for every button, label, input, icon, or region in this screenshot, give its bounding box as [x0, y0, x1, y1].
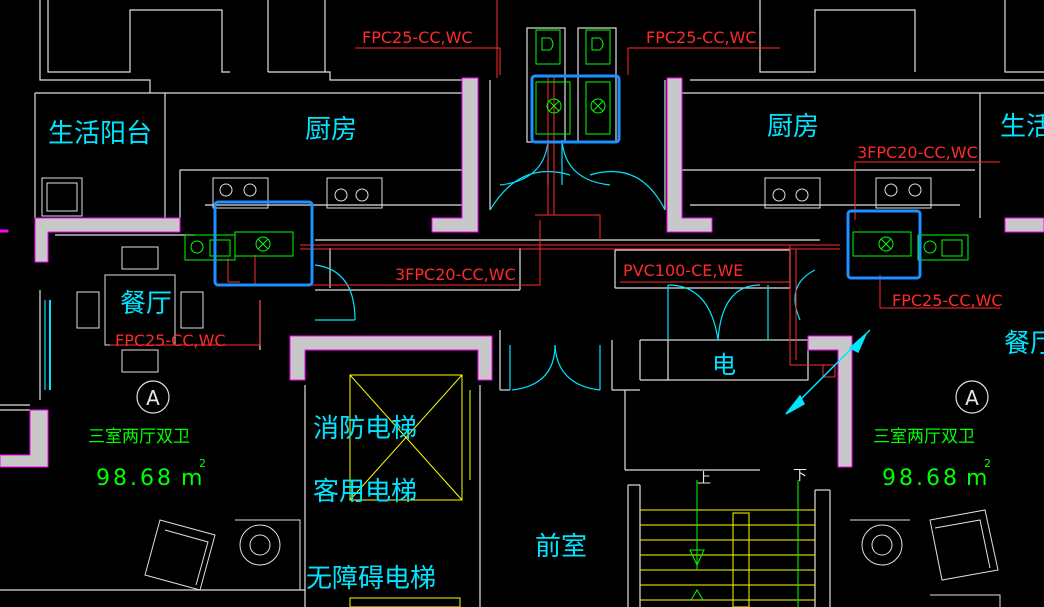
elevator-shafts	[349, 374, 471, 607]
highlight-kitchen-right-fan-coil[interactable]	[846, 209, 922, 280]
stove-icon	[326, 177, 383, 209]
pipe-label-3fpc20-center: 3FPC20-CC,WC	[395, 265, 516, 284]
pipe-label-top-left: FPC25-CC,WC	[362, 28, 473, 47]
unit-info-right: A 三室两厅双卫 98.68 m 2	[873, 386, 991, 491]
highlight-kitchen-left-fan-coil[interactable]	[213, 200, 314, 287]
unit-area-left: 98.68	[96, 466, 174, 491]
pipe-label-pvc100: PVC100-CE,WE	[623, 261, 743, 280]
unit-area-unit-left: m	[181, 466, 202, 491]
doors	[44, 139, 816, 391]
sink-icon	[212, 177, 269, 209]
room-dining-right: 餐厅	[1004, 329, 1044, 359]
room-passenger-elevator: 客用电梯	[313, 477, 417, 507]
room-dining-left: 餐厅	[120, 289, 172, 319]
stair-up-label: 上	[697, 471, 711, 487]
highlight-shaft-fan-coils[interactable]	[530, 74, 621, 144]
unit-area-sup-right: 2	[984, 457, 991, 470]
room-kitchen-left: 厨房	[305, 115, 357, 145]
highlight-boxes[interactable]	[213, 74, 922, 287]
room-electric: 电	[712, 351, 736, 379]
pipe-labels: FPC25-CC,WC FPC25-CC,WC 3FPC20-CC,WC 3FP…	[115, 28, 1003, 350]
washing-machine-icon	[41, 177, 83, 217]
unit-area-sup-left: 2	[199, 457, 206, 470]
unit-area-unit-right: m	[966, 466, 987, 491]
unit-markers	[136, 380, 989, 414]
pipe-label-left: FPC25-CC,WC	[115, 331, 226, 350]
unit-marker-right-label: A	[965, 386, 979, 410]
room-accessible-elevator: 无障碍电梯	[306, 564, 436, 594]
unit-type-right: 三室两厅双卫	[873, 427, 975, 447]
unit-area-right: 98.68	[882, 466, 960, 491]
room-labels: 生活阳台 厨房 厨房 生活 餐厅 餐厅 电 消防电梯 客用电梯 无障碍电梯 前室…	[48, 112, 1044, 594]
pipes	[110, 0, 1000, 378]
unit-info-left: A 三室两厅双卫 98.68 m 2	[88, 386, 206, 491]
unit-type-left: 三室两厅双卫	[88, 427, 190, 447]
kitchen-fan-coils	[184, 231, 969, 261]
walls	[0, 77, 1044, 468]
stair-arrows	[689, 480, 799, 607]
pipe-label-top-right: FPC25-CC,WC	[646, 28, 757, 47]
room-fire-elevator: 消防电梯	[313, 414, 417, 444]
pipe-label-right: FPC25-CC,WC	[892, 291, 1003, 310]
kitchen-fixtures	[41, 177, 932, 217]
stair-down-label: 下	[793, 468, 807, 484]
unit-marker-left-label: A	[146, 386, 160, 410]
shaft-equipment	[535, 29, 611, 135]
unit-marker-right	[955, 380, 989, 414]
room-lobby: 前室	[535, 532, 587, 562]
sink-icon	[875, 177, 932, 209]
pipe-label-3fpc20-right: 3FPC20-CC,WC	[857, 143, 978, 162]
stove-icon	[764, 177, 821, 209]
stairs	[640, 509, 815, 607]
living-furniture	[144, 509, 1001, 607]
room-balcony-right: 生活	[1000, 112, 1044, 142]
unit-marker-left	[136, 380, 170, 414]
room-kitchen-right: 厨房	[767, 112, 819, 142]
room-balcony-left: 生活阳台	[48, 119, 152, 149]
axis-marker	[785, 329, 871, 415]
